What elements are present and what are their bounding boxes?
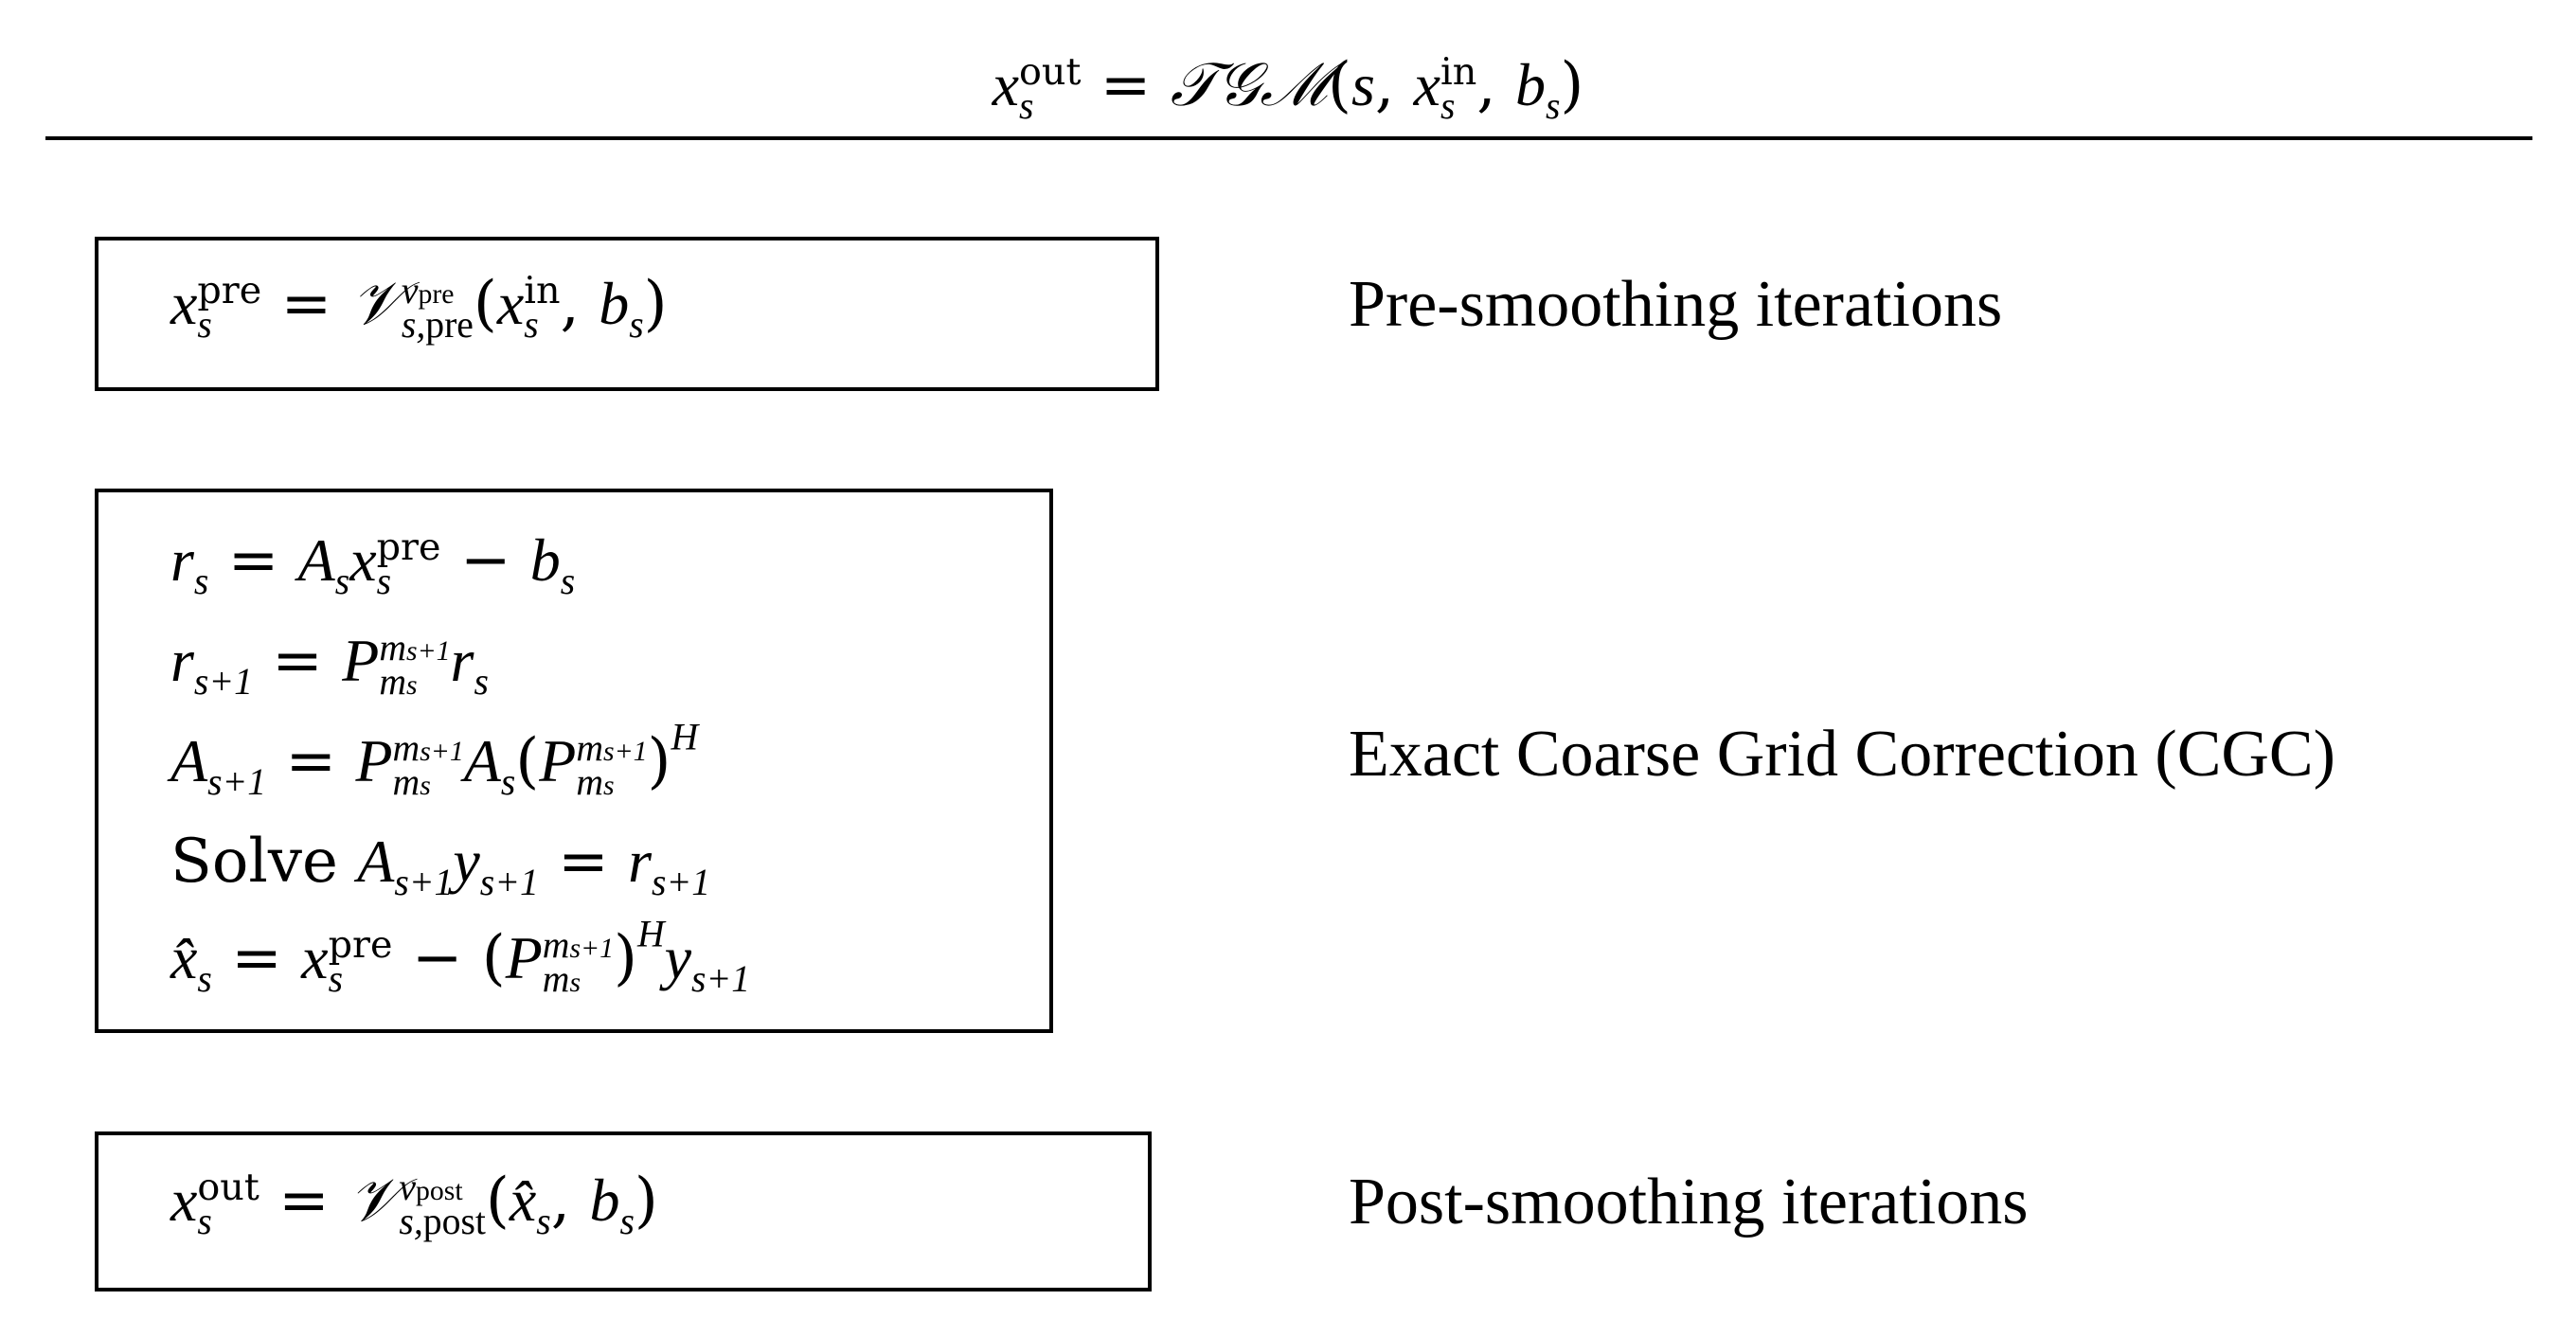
pre-smoothing-label: Pre-smoothing iterations	[1349, 268, 2003, 341]
header-rule	[45, 136, 2532, 140]
cgc-label: Exact Coarse Grid Correction (CGC)	[1349, 718, 2335, 791]
post-smoothing-label: Post-smoothing iterations	[1349, 1166, 2029, 1238]
cgc-line-solve: Solve As+1ys+1 = rs+1	[170, 827, 711, 903]
solve-word: Solve	[170, 827, 338, 897]
